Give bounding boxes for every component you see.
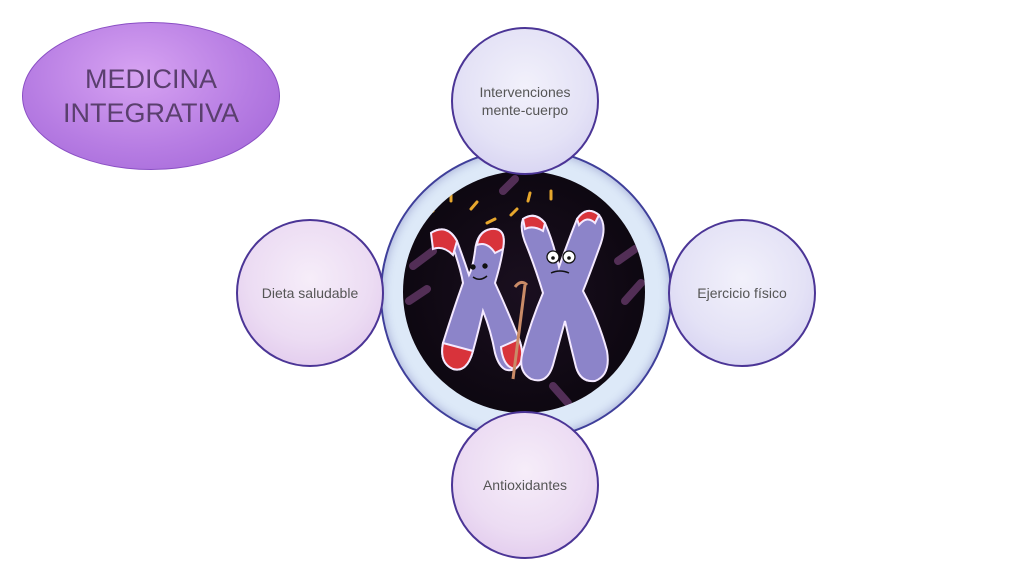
node-mind-body: Intervenciones mente-cuerpo	[451, 27, 599, 175]
node-antioxidants-label: Antioxidantes	[482, 477, 568, 493]
node-mind-body-label: Intervenciones mente-cuerpo	[479, 84, 571, 118]
node-antioxidants: Antioxidantes	[451, 411, 599, 559]
node-physical-exercise: Ejercicio físico	[668, 219, 816, 367]
diagram-title: MEDICINA INTEGRATIVA	[62, 64, 239, 128]
node-healthy-diet: Dieta saludable	[236, 219, 384, 367]
chromosome-illustration	[403, 171, 645, 413]
node-healthy-diet-label: Dieta saludable	[261, 285, 359, 301]
node-physical-exercise-label: Ejercicio físico	[697, 285, 787, 301]
title-ellipse: MEDICINA INTEGRATIVA	[22, 22, 280, 170]
